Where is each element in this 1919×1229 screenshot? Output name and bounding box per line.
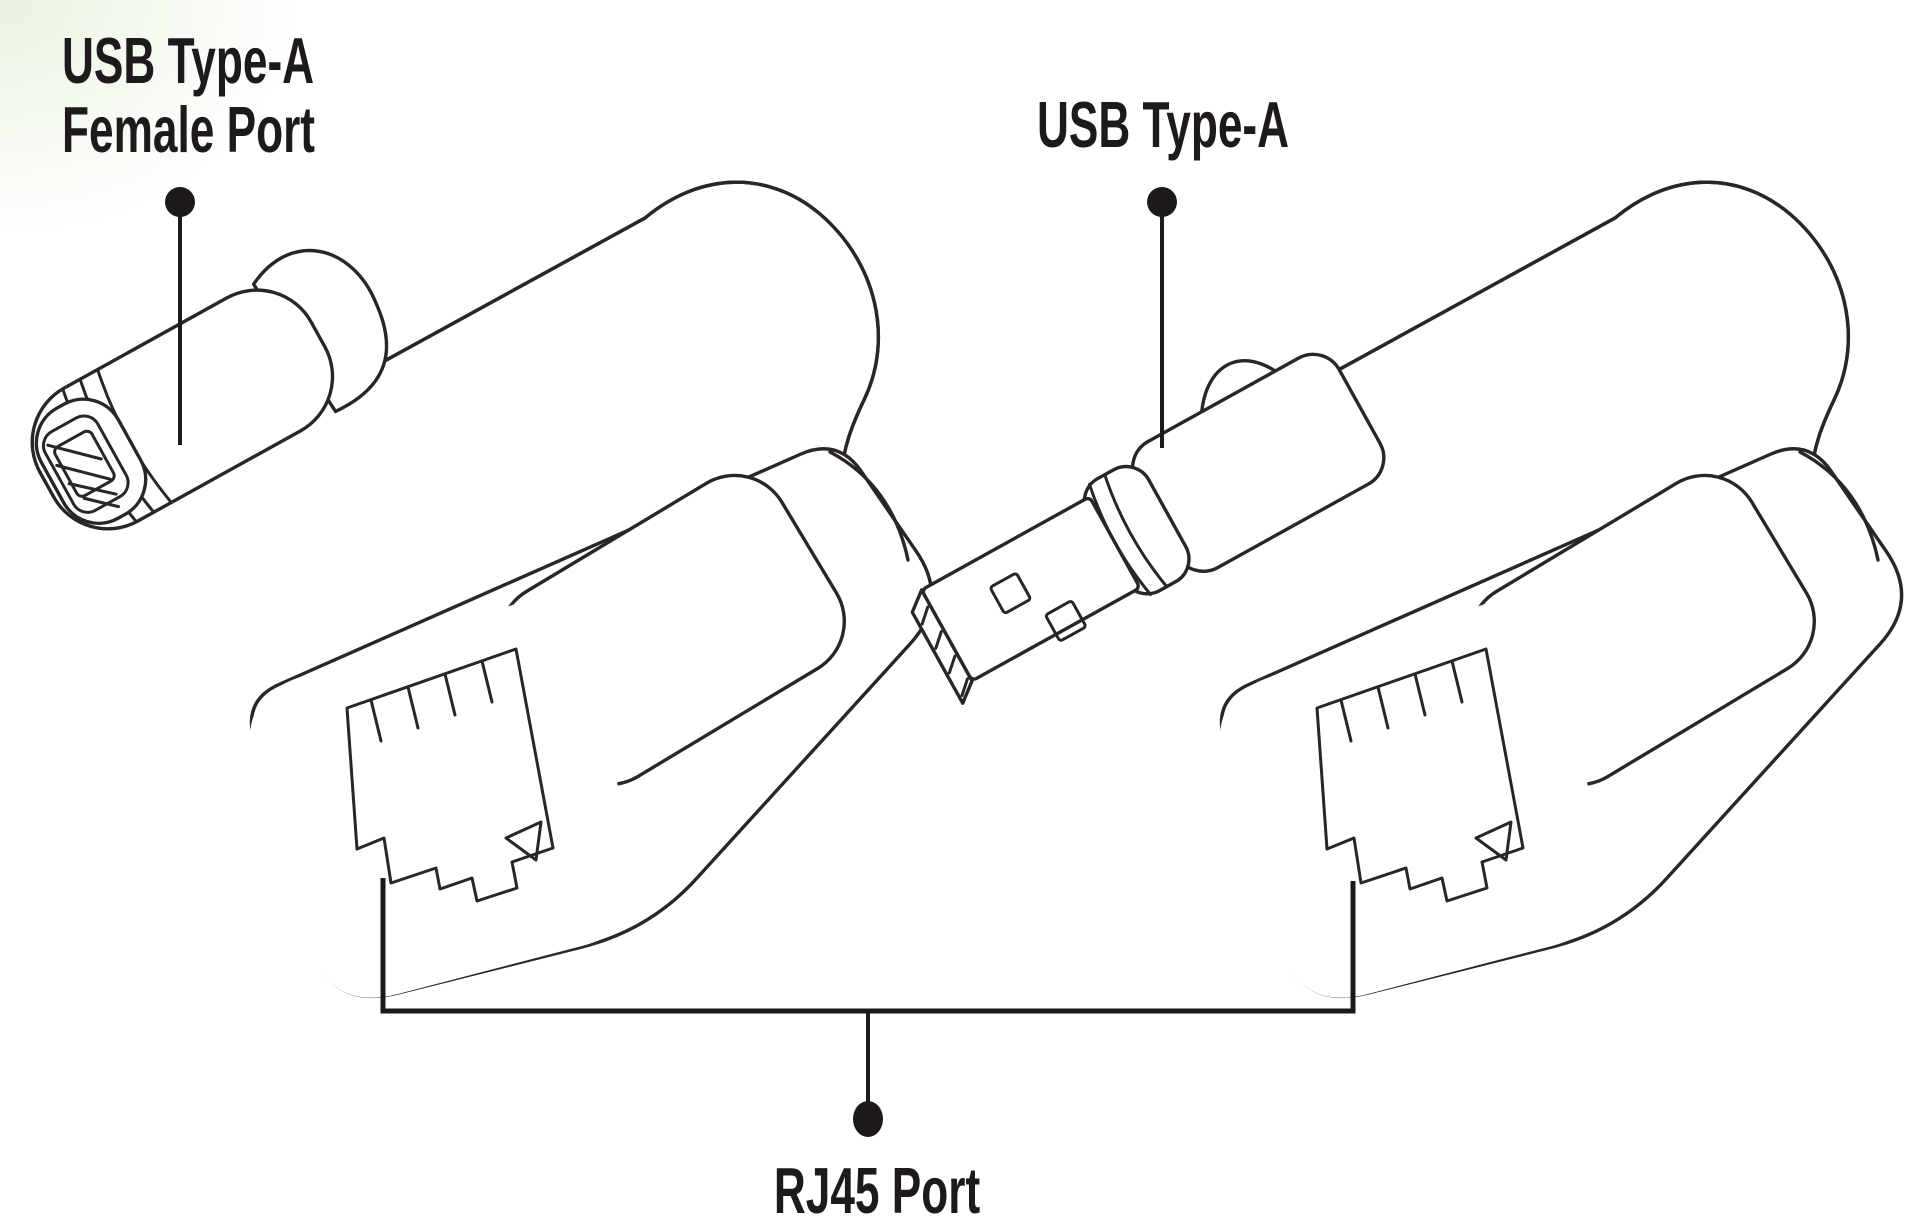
label-rj45-port: RJ45 Port xyxy=(774,1155,980,1228)
female-mouth-hatch xyxy=(46,443,120,509)
right-adapter xyxy=(910,182,1901,998)
labels: USB Type-A Female Port USB Type-A RJ45 P… xyxy=(62,25,1289,1228)
callout-dot-usb-male xyxy=(1147,187,1177,217)
plug-end-hatch xyxy=(920,605,969,698)
shield-hole-1 xyxy=(989,572,1032,615)
label-usb-female-line1: USB Type-A xyxy=(62,25,314,98)
callouts xyxy=(165,187,1356,1137)
shield-hole-2 xyxy=(1044,600,1087,642)
label-usb-male: USB Type-A xyxy=(1037,89,1289,162)
female-tongue xyxy=(53,429,116,498)
left-adapter xyxy=(30,182,932,998)
usb-female-port xyxy=(30,248,389,531)
usb-male-connector xyxy=(910,352,1386,705)
callout-dot-rj45 xyxy=(853,1101,883,1137)
strain-relief-boot xyxy=(251,248,389,414)
label-usb-female-line2: Female Port xyxy=(62,94,315,167)
callout-dot-usb-female xyxy=(165,187,195,217)
